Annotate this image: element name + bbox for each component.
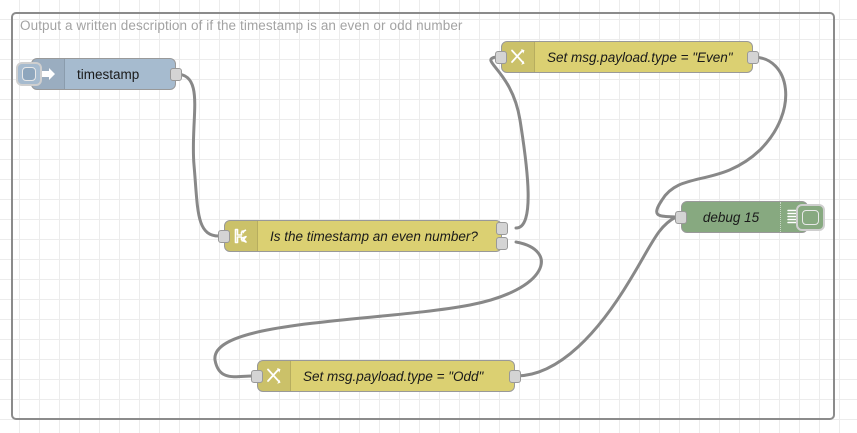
inject-trigger-button-inner — [22, 67, 36, 81]
inject-output-port-0[interactable] — [170, 68, 182, 81]
node-debug[interactable]: debug 15 — [675, 201, 825, 233]
inject-trigger-button[interactable] — [16, 62, 42, 86]
change-swap-icon — [502, 42, 535, 72]
change-odd-input-port-0[interactable] — [251, 370, 263, 383]
flow-group-title: Output a written description of if the t… — [20, 18, 463, 33]
change-even-output-port-0[interactable] — [747, 51, 759, 64]
node-inject-timestamp[interactable]: timestamp — [16, 58, 182, 90]
node-switch[interactable]: Is the timestamp an even number? — [218, 220, 508, 252]
change-even-input-port-0[interactable] — [495, 51, 507, 64]
switch-output-port-1[interactable] — [496, 237, 508, 250]
change-swap-icon — [258, 361, 291, 391]
switch-input-port-0[interactable] — [218, 230, 230, 243]
debug-input-port-0[interactable] — [675, 211, 687, 224]
node-debug-label: debug 15 — [702, 209, 760, 225]
node-inject-label: timestamp — [77, 66, 140, 82]
switch-branch-icon — [225, 221, 258, 251]
node-switch-label: Is the timestamp an even number? — [270, 228, 478, 244]
node-change-even-label: Set msg.payload.type = "Even" — [547, 49, 733, 65]
node-change-odd-label: Set msg.payload.type = "Odd" — [303, 368, 484, 384]
node-change-odd[interactable]: Set msg.payload.type = "Odd" — [251, 360, 521, 392]
change-odd-output-port-0[interactable] — [509, 370, 521, 383]
switch-output-port-0[interactable] — [496, 222, 508, 235]
debug-toggle-button[interactable] — [796, 204, 825, 231]
debug-toggle-button-inner — [802, 210, 819, 225]
node-change-even[interactable]: Set msg.payload.type = "Even" — [495, 41, 759, 73]
flow-group[interactable] — [11, 12, 835, 420]
